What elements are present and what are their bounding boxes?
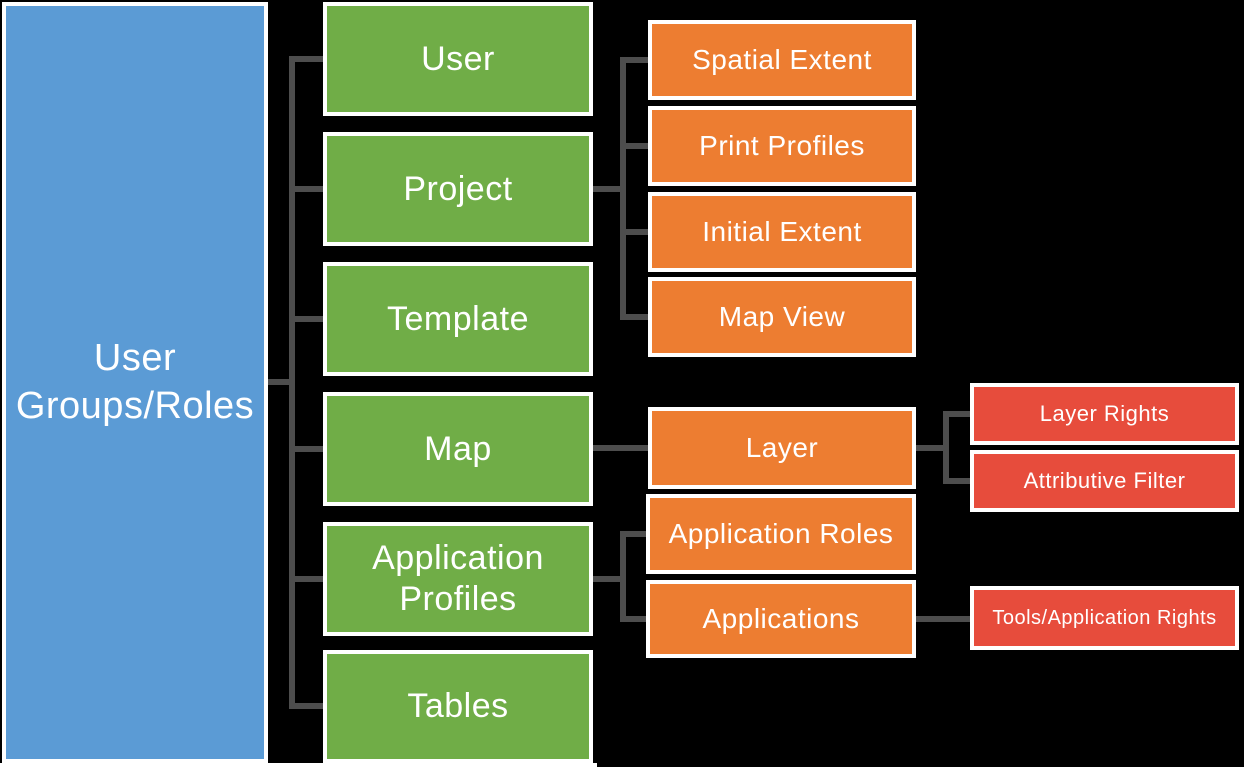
node-applications-label: Applications [702,603,860,634]
node-application-profiles: Application Profiles [323,522,593,636]
node-initial-extent: Initial Extent [648,192,916,272]
node-applications: Applications [646,580,916,658]
node-tools-application-rights: Tools/Application Rights [970,586,1239,650]
connector-stub-user [289,56,323,62]
connector-application-profiles-branch-vertical [620,531,626,622]
node-layer-label: Layer [745,432,819,463]
node-spatial-extent-label: Spatial Extent [692,44,872,75]
connector-stub-map-view [620,314,648,320]
connector-trunk-vertical [289,56,295,709]
connector-root-to-trunk [268,379,295,385]
node-map-view: Map View [648,277,916,357]
connector-map-to-layer [593,445,648,451]
node-application-profiles-label: Application Profiles [372,539,544,618]
node-user-groups-roles-label: User Groups/Roles [15,337,255,427]
node-tools-application-rights-label: Tools/Application Rights [992,606,1217,629]
node-template-label: Template [387,299,529,338]
connector-stub-spatial-extent [620,57,648,63]
node-map-label: Map [424,429,492,468]
connector-stub-application-roles [620,531,646,537]
node-print-profiles-label: Print Profiles [699,130,865,161]
node-layer: Layer [648,407,916,489]
connector-stub-project [289,186,323,192]
connector-stub-tables [289,703,323,709]
node-attributive-filter-label: Attributive Filter [1023,468,1186,493]
connector-stub-map [289,446,323,452]
connector-stub-application-profiles [289,576,323,582]
node-print-profiles: Print Profiles [648,106,916,186]
node-spatial-extent: Spatial Extent [648,20,916,100]
node-tables: Tables [323,650,593,763]
node-layer-rights: Layer Rights [970,383,1239,445]
bottom-white-strip [0,763,597,767]
node-map-view-label: Map View [718,301,846,332]
node-template: Template [323,262,593,376]
node-map: Map [323,392,593,506]
node-tables-label: Tables [407,687,509,726]
node-application-roles-label: Application Roles [668,518,894,549]
node-user: User [323,2,593,116]
connector-stub-layer-rights [943,411,970,417]
connector-application-profiles-branch [593,576,626,582]
connector-project-branch [593,186,626,192]
node-initial-extent-label: Initial Extent [702,216,862,247]
connector-stub-applications [620,616,646,622]
node-application-roles: Application Roles [646,494,916,574]
connector-stub-initial-extent [620,229,648,235]
connector-stub-template [289,316,323,322]
node-layer-rights-label: Layer Rights [1039,401,1170,426]
connector-applications-to-tools [916,616,970,622]
node-user-groups-roles: User Groups/Roles [2,2,268,763]
connector-layer-branch-vertical [943,411,949,484]
node-user-label: User [421,39,495,78]
connector-layer-branch [916,445,949,451]
connector-stub-attributive-filter [943,478,970,484]
node-project-label: Project [403,169,513,208]
node-project: Project [323,132,593,246]
node-attributive-filter: Attributive Filter [970,450,1239,512]
connector-stub-print-profiles [620,143,648,149]
connector-project-branch-vertical [620,57,626,320]
